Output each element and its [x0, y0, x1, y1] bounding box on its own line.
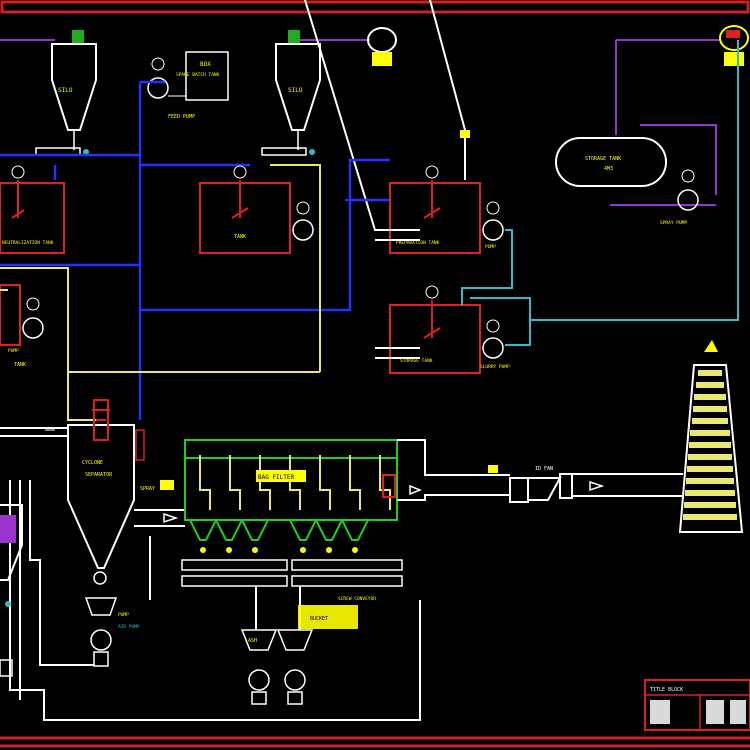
ash-hoppers: ASH — [240, 629, 314, 705]
cyclone-sub-label: SEPARATOR — [85, 472, 113, 478]
pump-right-upper-label: PUMP — [485, 244, 496, 250]
screw-conveyors: SCREW CONVEYOR BUCKET — [181, 559, 403, 630]
storage-note-label: SPRAY PUMP — [660, 220, 687, 226]
box-top-note: FEED PUMP — [168, 114, 195, 120]
tank-right-upper: PREPARATION TANK PUMP — [375, 165, 504, 254]
pump-left-label: PUMP — [8, 348, 19, 354]
blue-pipes — [0, 80, 390, 420]
flow-arrow-2 — [409, 484, 423, 496]
title-block: TITLE BLOCK — [644, 679, 750, 731]
ash-label: ASH — [248, 638, 257, 644]
tank-left-lower: PUMP TANK — [0, 284, 44, 368]
cyclone-label: CYCLONE — [82, 460, 103, 466]
flow-arrow-3 — [589, 480, 605, 492]
cyan-pipes — [461, 40, 739, 346]
box-top-label: BOX — [200, 61, 211, 68]
storage-tank: STORAGE TANK 4M3 SPRAY PUMP — [555, 137, 699, 226]
box-top-sub-label: SPARE BATCH TANK — [176, 72, 220, 78]
spare-box: BOX SPARE BATCH TANK FEED PUMP — [147, 51, 229, 120]
left-partial-tank — [0, 504, 23, 677]
damper-marker — [488, 465, 498, 473]
fan-label: ID FAN — [535, 466, 553, 472]
yellow-pipes — [0, 267, 320, 421]
cyclone: CYCLONE SEPARATOR PUMP AIR PUMP — [67, 399, 145, 667]
tank-right-lower-sub-label: SLURRY PUMP — [480, 364, 510, 370]
outlet-duct — [397, 439, 683, 503]
spray-marker — [160, 480, 174, 490]
duct-lines — [0, 427, 421, 721]
tank-right-lower: STORAGE TANK SLURRY PUMP — [375, 285, 510, 374]
baghouse: BAG FILTER — [184, 439, 398, 553]
tank-left-sub-label: NEUTRALIZATION TANK — [2, 240, 54, 246]
tank-middle: TANK — [199, 164, 321, 372]
spray-label: SPRAY — [140, 486, 155, 492]
storage-tank-label: STORAGE TANK — [585, 156, 621, 162]
chimney-stack — [678, 340, 744, 533]
flow-arrow-1 — [163, 512, 179, 524]
silo-middle: SILO — [261, 30, 321, 156]
bottom-pump-label: PUMP — [118, 612, 129, 618]
silo-left-label: SILO — [58, 87, 73, 94]
tank-left: NEUTRALIZATION TANK — [0, 165, 65, 254]
title-block-label: TITLE BLOCK — [650, 687, 683, 693]
purple-pipes — [0, 39, 720, 206]
screw-conveyor-label: SCREW CONVEYOR — [338, 596, 376, 602]
left-tank-label: TANK — [14, 362, 26, 368]
bucket-label: BUCKET — [310, 616, 328, 622]
tank-right-upper-label: PREPARATION TANK — [396, 240, 440, 246]
silo-mid-label: SILO — [288, 87, 303, 94]
silo-left: SILO — [35, 30, 97, 156]
storage-tank-sub-label: 4M3 — [604, 166, 613, 172]
baghouse-label: BAG FILTER — [258, 474, 295, 481]
bottom-pump-sub-label: AIR PUMP — [118, 624, 140, 630]
tank-right-lower-label: STORAGE TANK — [400, 358, 433, 364]
tank-mid-label: TANK — [234, 234, 246, 240]
